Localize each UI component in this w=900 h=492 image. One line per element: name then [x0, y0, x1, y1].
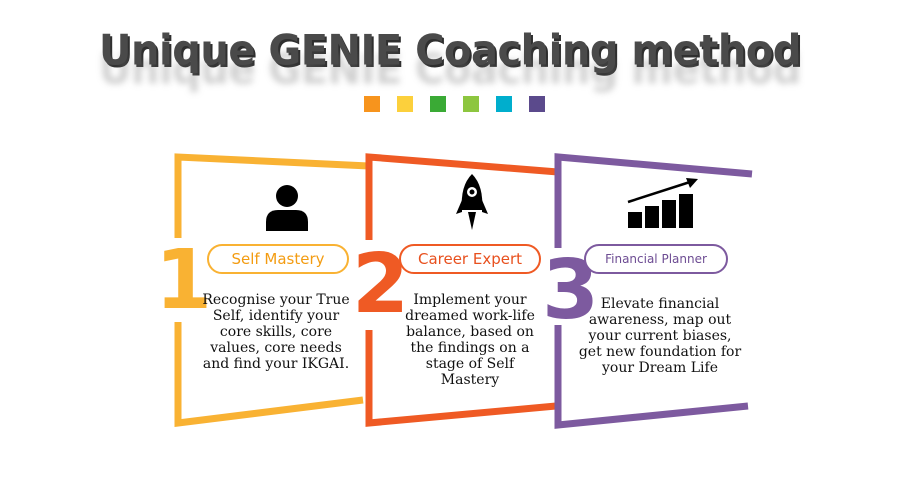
page-title: Unique GENIE Coaching method	[99, 26, 801, 76]
step-label-text-1: Self Mastery	[231, 250, 325, 268]
color-palette	[364, 96, 545, 112]
step-description-1: Recognise your True Self, identify your …	[202, 292, 350, 372]
palette-square-3	[430, 96, 446, 112]
frame-financial-planner	[554, 153, 753, 429]
step-label-3: Financial Planner	[584, 244, 728, 274]
step-description-2: Implement your dreamed work-life balance…	[405, 292, 535, 388]
frame-self-mastery	[174, 153, 370, 427]
frame-career-expert	[365, 153, 559, 427]
palette-square-5	[496, 96, 512, 112]
step-label-text-2: Career Expert	[417, 250, 523, 268]
step-label-text-3: Financial Planner	[605, 252, 707, 266]
step-label-1: Self Mastery	[207, 244, 349, 274]
rocket-icon	[456, 174, 488, 236]
palette-square-4	[463, 96, 479, 112]
palette-square-6	[529, 96, 545, 112]
palette-square-1	[364, 96, 380, 112]
growth-chart-icon	[626, 176, 702, 236]
palette-square-2	[397, 96, 413, 112]
step-number-1: 1	[155, 233, 213, 328]
person-icon	[263, 184, 311, 236]
step-description-3: Elevate financial awareness, map out you…	[578, 296, 742, 376]
title-banner: Unique GENIE Coaching method	[0, 26, 900, 76]
step-label-2: Career Expert	[399, 244, 541, 274]
